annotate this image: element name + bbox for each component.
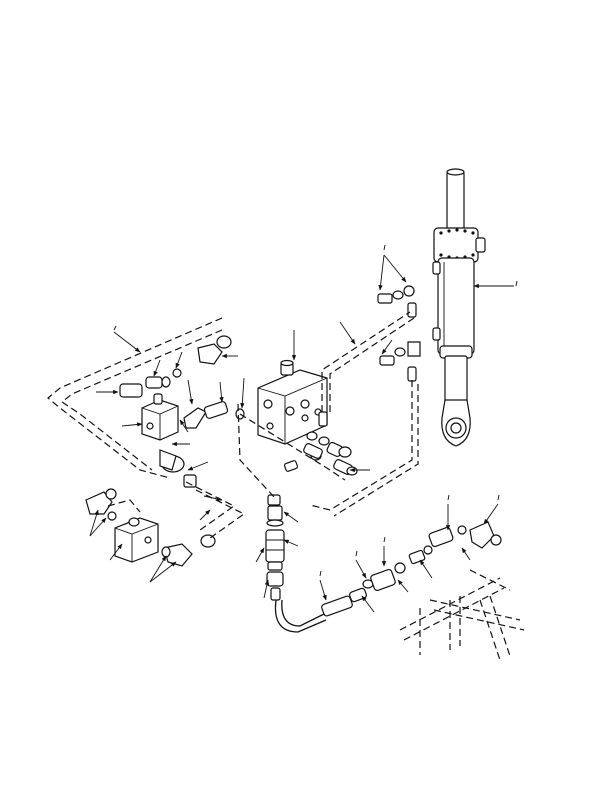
valve-block-fittings — [283, 411, 358, 476]
tee-block-left — [119, 335, 245, 548]
vehicle-frame-sketch — [399, 569, 525, 661]
cylinder-upper-fittings — [377, 285, 421, 382]
callout-ticks — [113, 244, 518, 577]
hydraulic-cylinder — [432, 168, 486, 447]
callout-leaders — [89, 254, 514, 613]
hose-routing-lines — [47, 311, 419, 539]
hydraulic-hose — [274, 521, 502, 633]
coupler-assembly — [265, 494, 285, 601]
valve-block-lower-left — [85, 488, 193, 567]
